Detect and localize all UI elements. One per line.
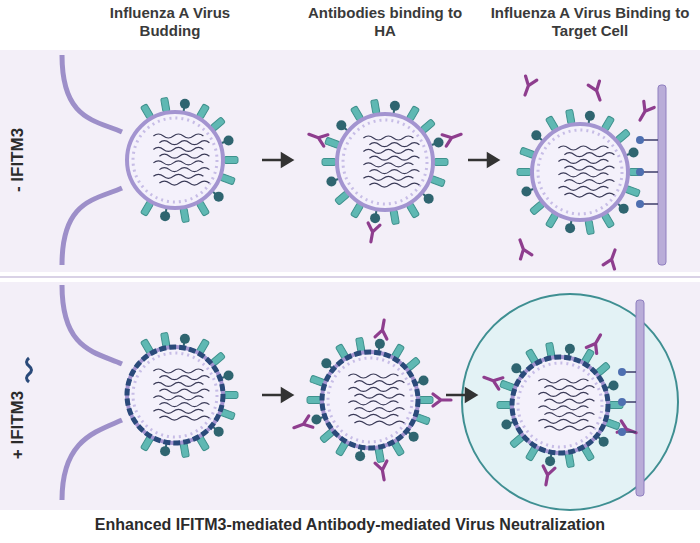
host-membrane <box>62 420 122 500</box>
column-heading: Antibodies binding to HA <box>300 4 470 40</box>
target-cell-membrane <box>636 300 644 496</box>
virion <box>517 109 643 234</box>
column-heading: Influenza A Virus Budding <box>90 4 250 40</box>
virion <box>127 332 238 457</box>
ifitm3-icon <box>27 358 32 382</box>
bottom-panel <box>0 282 700 510</box>
condition-label: - IFITM3 <box>8 128 28 192</box>
host-membrane <box>62 188 122 265</box>
virion <box>307 337 433 462</box>
top-panel <box>0 50 700 272</box>
column-heading: Influenza A Virus Binding to Target Cell <box>490 4 690 40</box>
virion <box>322 99 448 224</box>
virions <box>127 76 658 486</box>
host-membrane <box>62 55 122 132</box>
host-membrane <box>62 285 122 364</box>
target-cell-membrane <box>658 85 666 265</box>
virion <box>127 97 238 222</box>
caption: Enhanced IFITM3-mediated Antibody-mediat… <box>0 516 700 534</box>
condition-label: + IFITM3 <box>8 391 28 459</box>
neutralization-circle <box>462 294 678 510</box>
virion <box>497 342 623 467</box>
